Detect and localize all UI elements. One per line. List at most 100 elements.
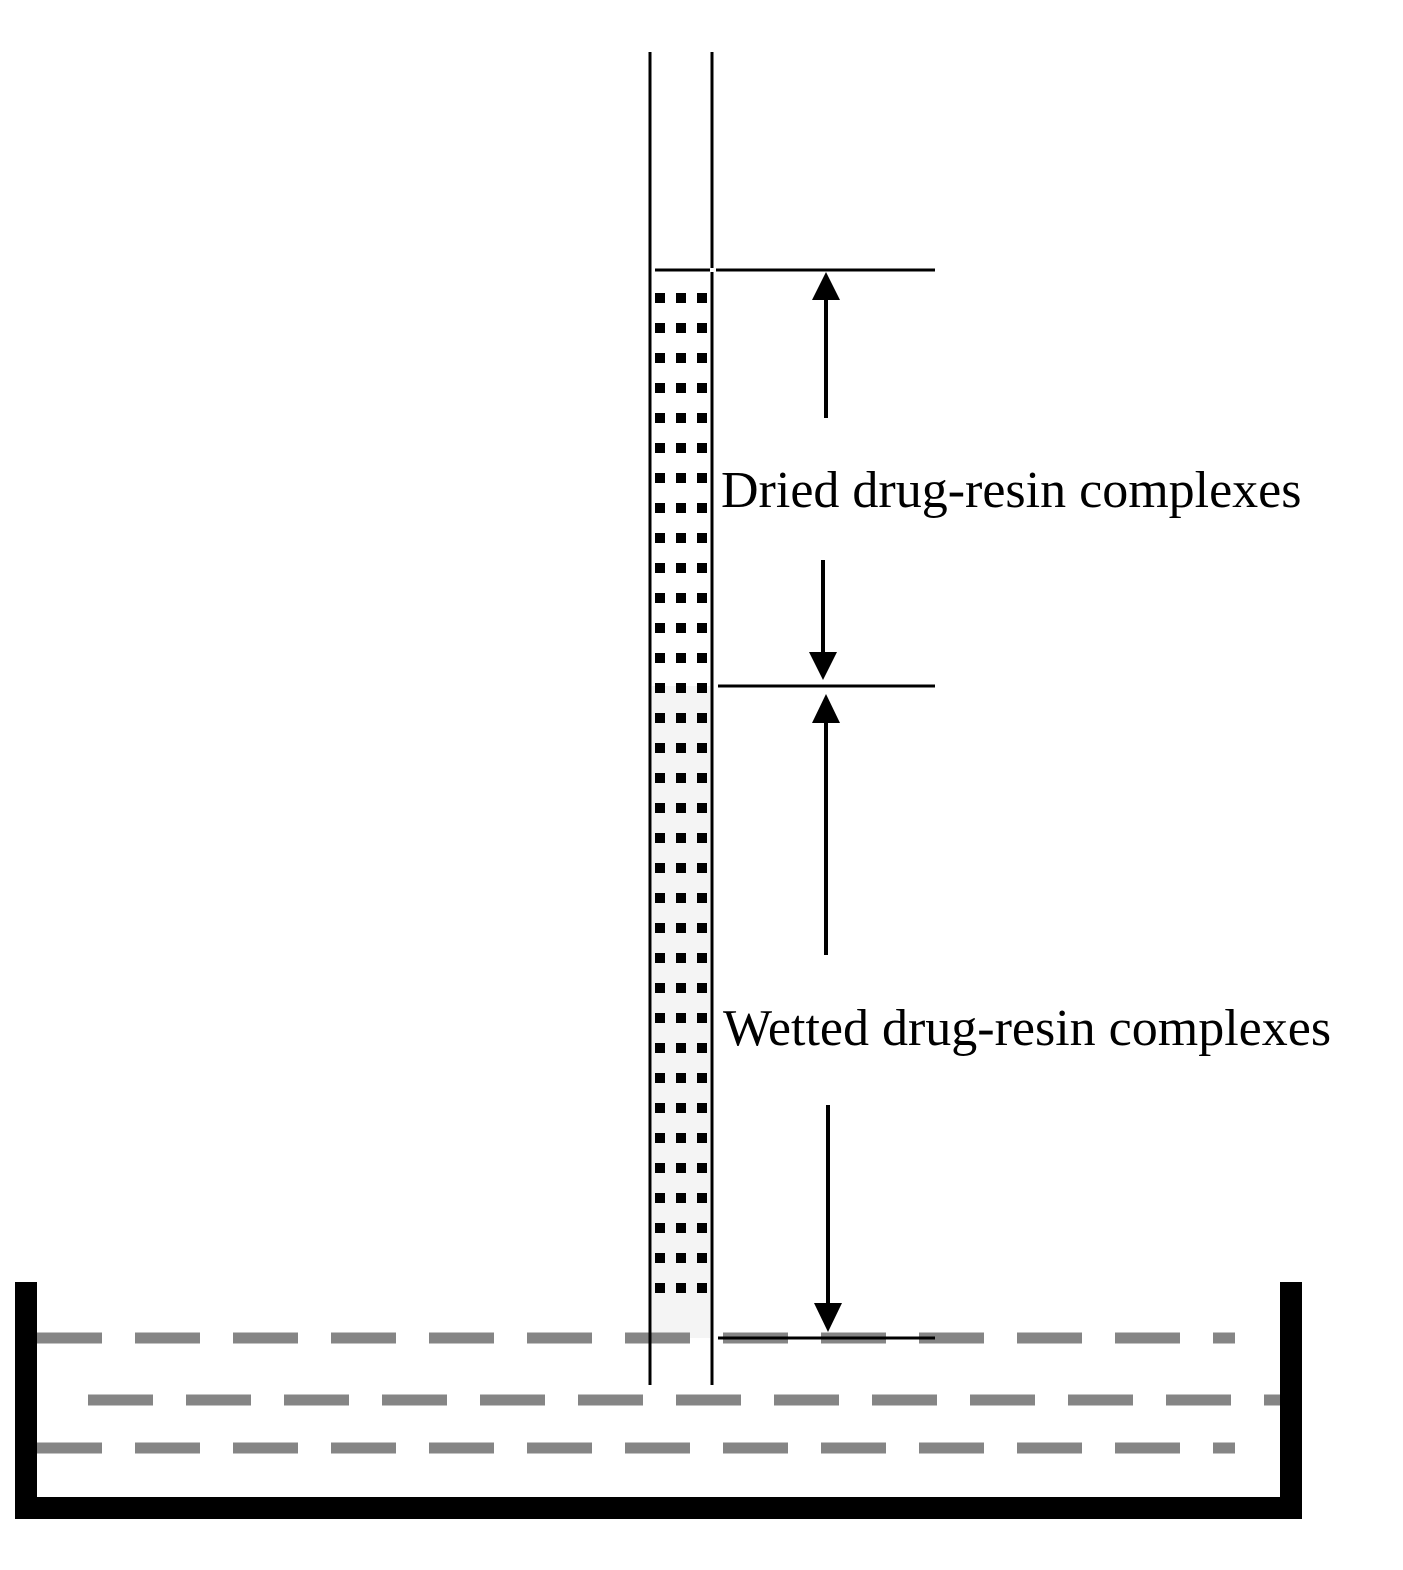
resin-particle <box>697 473 707 483</box>
resin-particle <box>655 1223 665 1233</box>
resin-particle <box>655 1193 665 1203</box>
resin-particle <box>697 1163 707 1173</box>
resin-particle <box>676 683 686 693</box>
water-bath-container <box>15 1282 1302 1519</box>
resin-particle <box>697 593 707 603</box>
resin-particle <box>655 503 665 513</box>
resin-particle <box>697 1283 707 1293</box>
resin-particle <box>676 503 686 513</box>
resin-particle <box>655 653 665 663</box>
resin-particle <box>676 1073 686 1083</box>
resin-particle <box>655 953 665 963</box>
resin-particle <box>655 803 665 813</box>
dried-height-arrow-up <box>812 272 840 418</box>
resin-particle <box>655 893 665 903</box>
resin-particle <box>697 533 707 543</box>
resin-particle <box>655 1073 665 1083</box>
resin-particle <box>697 563 707 573</box>
resin-particle <box>676 323 686 333</box>
resin-particle <box>676 623 686 633</box>
dried-height-arrow-down <box>809 560 837 680</box>
resin-particle <box>655 923 665 933</box>
resin-particle <box>676 1163 686 1173</box>
resin-particle <box>655 473 665 483</box>
resin-particle <box>676 413 686 423</box>
resin-particle <box>676 383 686 393</box>
resin-particle <box>676 563 686 573</box>
resin-particle <box>697 1103 707 1113</box>
resin-particle <box>655 563 665 573</box>
resin-particle <box>655 1103 665 1113</box>
wetted-resin-dots <box>655 683 707 1293</box>
resin-particle <box>697 1223 707 1233</box>
resin-particle <box>655 293 665 303</box>
resin-particle <box>697 1043 707 1053</box>
wetted-region-fill <box>652 686 710 1338</box>
resin-particle <box>655 743 665 753</box>
resin-particle <box>676 953 686 963</box>
resin-particle <box>655 353 665 363</box>
dried-region-label: Dried drug-resin complexes <box>721 462 1301 519</box>
resin-particle <box>676 743 686 753</box>
resin-particle <box>697 443 707 453</box>
resin-particle <box>655 593 665 603</box>
resin-particle <box>676 1253 686 1263</box>
resin-particle <box>676 713 686 723</box>
resin-particle <box>676 1283 686 1293</box>
resin-particle <box>676 923 686 933</box>
resin-particle <box>697 713 707 723</box>
resin-particle <box>676 653 686 663</box>
resin-particle <box>697 353 707 363</box>
resin-particle <box>655 1133 665 1143</box>
resin-particle <box>697 653 707 663</box>
resin-particle <box>697 293 707 303</box>
resin-particle <box>655 713 665 723</box>
resin-particle <box>697 323 707 333</box>
resin-particle <box>676 353 686 363</box>
resin-particle <box>655 983 665 993</box>
resin-particle <box>676 1133 686 1143</box>
arrowhead-down-icon <box>814 1303 842 1332</box>
resin-particle <box>697 503 707 513</box>
resin-particle <box>655 383 665 393</box>
resin-particle <box>676 593 686 603</box>
wetted-height-arrow-up <box>812 694 840 955</box>
resin-particle <box>697 743 707 753</box>
resin-particle <box>655 323 665 333</box>
resin-particle <box>697 623 707 633</box>
resin-particle <box>676 443 686 453</box>
resin-particle <box>676 293 686 303</box>
resin-particle <box>655 773 665 783</box>
resin-particle <box>676 1103 686 1113</box>
resin-particle <box>697 953 707 963</box>
resin-particle <box>655 623 665 633</box>
wetted-region-label: Wetted drug-resin complexes <box>723 1000 1331 1057</box>
resin-particle <box>697 1253 707 1263</box>
resin-particle <box>676 833 686 843</box>
resin-particle <box>655 1013 665 1023</box>
resin-particle <box>697 1133 707 1143</box>
resin-particle <box>676 983 686 993</box>
resin-particle <box>655 833 665 843</box>
resin-particle <box>655 863 665 873</box>
resin-particle <box>655 1043 665 1053</box>
resin-particle <box>697 923 707 933</box>
resin-particle <box>676 773 686 783</box>
resin-particle <box>697 383 707 393</box>
resin-particle <box>697 1013 707 1023</box>
resin-particle <box>655 443 665 453</box>
resin-particle <box>676 533 686 543</box>
resin-particle <box>697 413 707 423</box>
resin-particle <box>676 473 686 483</box>
resin-particle <box>676 863 686 873</box>
resin-particle <box>697 833 707 843</box>
resin-particle <box>655 413 665 423</box>
resin-particle <box>697 773 707 783</box>
arrowhead-down-icon <box>809 652 837 680</box>
resin-particle <box>676 1043 686 1053</box>
resin-particle <box>697 983 707 993</box>
resin-particle <box>655 1253 665 1263</box>
resin-particle <box>697 683 707 693</box>
wetted-height-arrow-down <box>814 1105 842 1332</box>
